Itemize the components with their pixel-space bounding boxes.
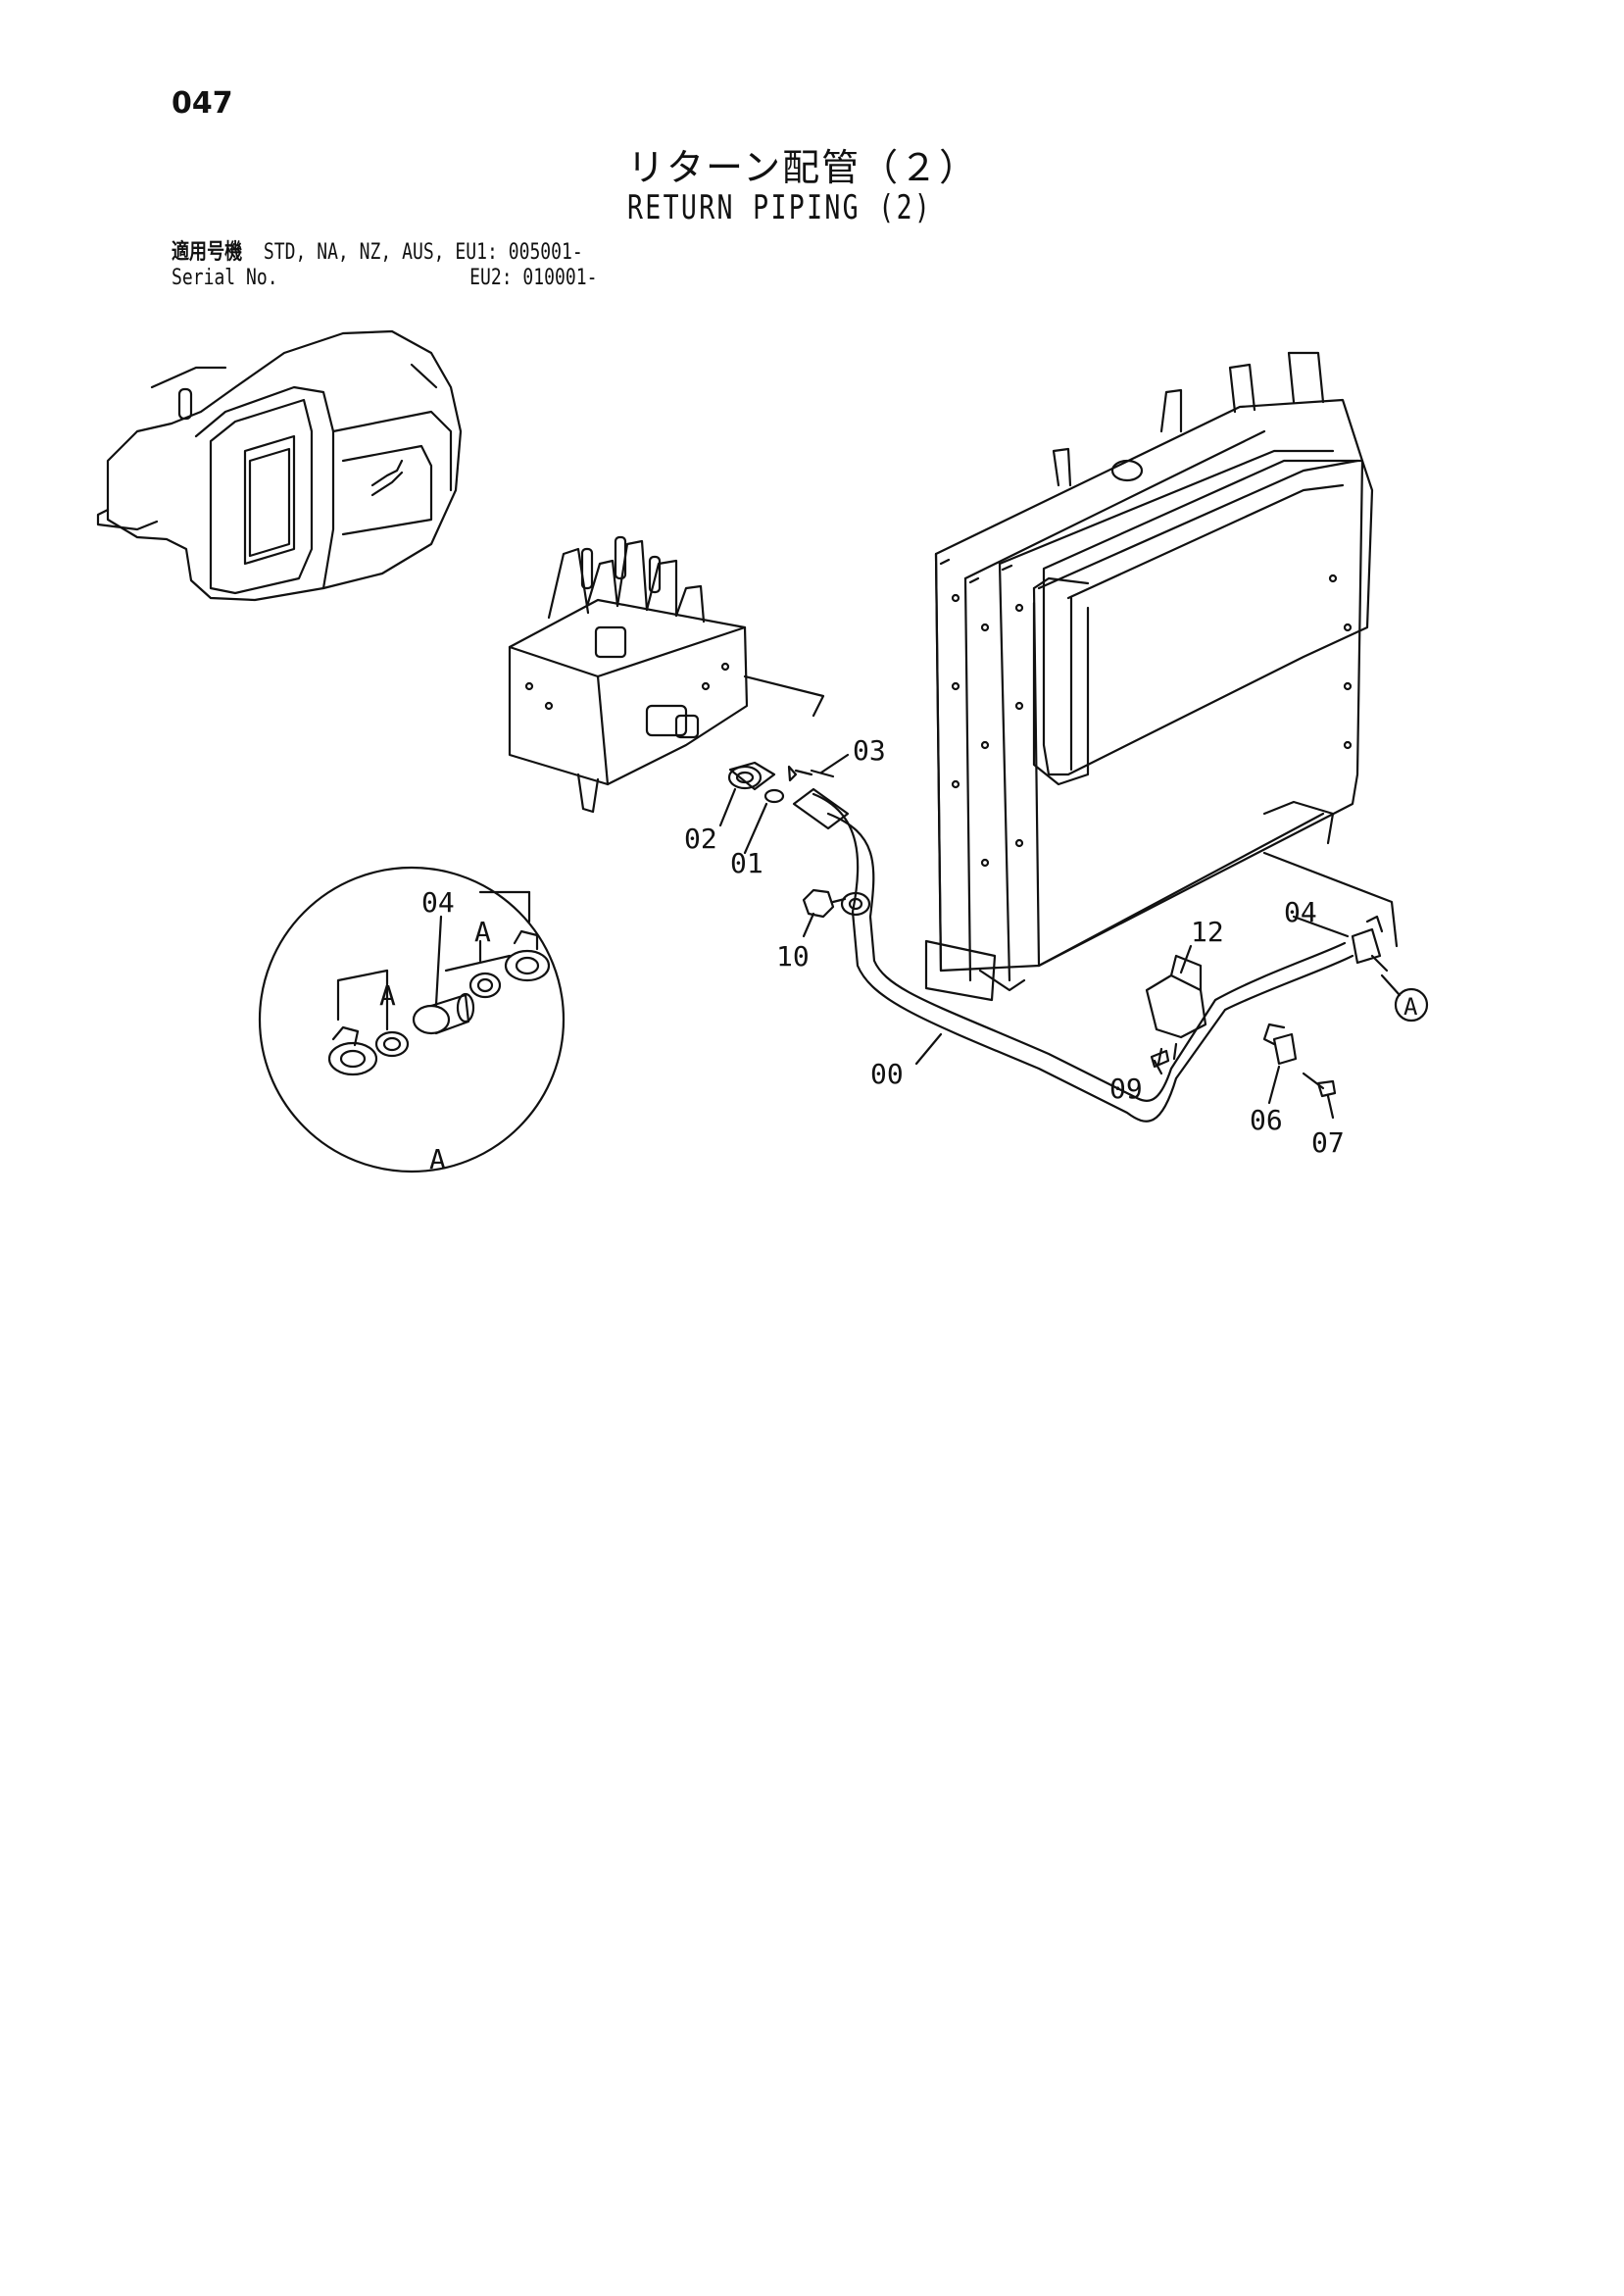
callout-06: 06 bbox=[1250, 1104, 1283, 1136]
serial-row-1: 適用号機 STD, NA, NZ, AUS, EU1: 005001- bbox=[172, 240, 597, 266]
return-hose bbox=[812, 792, 1354, 1123]
serial-models: STD, NA, NZ, AUS, EU1: bbox=[263, 240, 498, 265]
callout-03: 03 bbox=[853, 734, 886, 767]
reference-leader-a bbox=[1380, 973, 1402, 997]
callout-10: 10 bbox=[776, 940, 810, 973]
callout-leaders bbox=[434, 753, 1350, 1120]
reference-bubble-a bbox=[1394, 987, 1429, 1023]
callout-labels: 03 02 01 10 00 12 04 09 06 07 A 04 A A A bbox=[379, 734, 1418, 1175]
control-valve-assembly bbox=[508, 535, 825, 814]
page-title-japanese: リターン配管（２） bbox=[627, 146, 979, 189]
callout-04: 04 bbox=[1284, 896, 1317, 928]
callout-01: 01 bbox=[730, 847, 763, 879]
callout-12: 12 bbox=[1191, 916, 1224, 948]
serial-label-english: Serial No. bbox=[172, 266, 278, 290]
reference-label-a: A bbox=[1403, 993, 1418, 1021]
radiator-oil-cooler-assembly bbox=[924, 351, 1374, 1002]
callout-04-detail: 04 bbox=[421, 886, 455, 919]
page-number: 047 bbox=[172, 86, 233, 121]
callout-07: 07 bbox=[1311, 1126, 1345, 1159]
page-title-english: RETURN PIPING (2) bbox=[627, 188, 933, 227]
callout-02: 02 bbox=[684, 823, 717, 855]
serial-row-2: Serial No. EU2: 010001- bbox=[172, 266, 597, 291]
serial-applicability-block: 適用号機 STD, NA, NZ, AUS, EU1: 005001- Seri… bbox=[172, 240, 597, 291]
detail-a-view bbox=[258, 866, 566, 1173]
plug-part bbox=[802, 888, 847, 919]
serial-eu1-range: 005001- bbox=[508, 240, 583, 265]
excavator-overview-illustration bbox=[96, 329, 463, 602]
lower-fittings bbox=[1145, 851, 1399, 1098]
flange-and-oring-parts bbox=[727, 761, 850, 830]
detail-a-caption: A bbox=[429, 1143, 446, 1175]
callout-09: 09 bbox=[1109, 1073, 1143, 1105]
serial-eu2-label: EU2: bbox=[469, 266, 513, 290]
serial-label-japanese: 適用号機 bbox=[172, 240, 243, 265]
serial-eu2-range: 010001- bbox=[522, 266, 598, 290]
detail-a-label-left: A bbox=[379, 979, 396, 1012]
detail-a-label-top: A bbox=[474, 916, 491, 948]
callout-00: 00 bbox=[870, 1058, 904, 1090]
